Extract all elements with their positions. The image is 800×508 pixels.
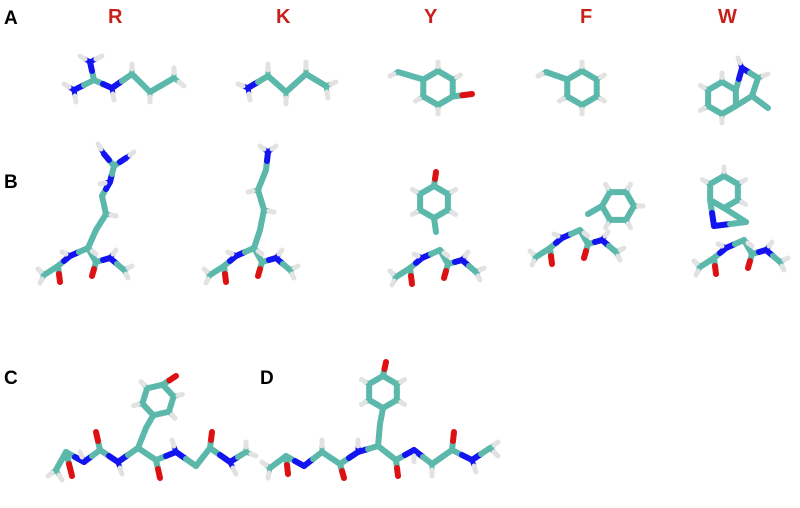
residue-label-r: R	[108, 6, 123, 28]
peptide-tyr-c	[45, 373, 259, 483]
panel-label-c: C	[4, 368, 18, 389]
dipeptide-lys-b	[201, 143, 301, 286]
side-chain-arg-a	[61, 53, 187, 105]
side-chain-phe-a	[535, 59, 608, 117]
panel-label-d: D	[260, 368, 274, 389]
dipeptide-phe-b	[527, 181, 646, 268]
panel-label-b: B	[4, 172, 18, 193]
dipeptide-arg-b	[35, 141, 137, 286]
panel-label-a: A	[4, 8, 18, 29]
dipeptide-trp-b	[691, 164, 791, 278]
residue-label-w: W	[718, 6, 737, 28]
residue-label-f: F	[580, 6, 593, 28]
side-chain-trp-a	[697, 55, 771, 126]
dipeptide-tyr-b	[387, 169, 487, 288]
side-chain-lys-a	[235, 59, 339, 107]
residue-label-k: K	[276, 6, 291, 28]
residue-label-y: Y	[424, 6, 438, 28]
side-chain-tyr-a	[387, 59, 475, 117]
peptide-tyr-d	[259, 359, 501, 481]
